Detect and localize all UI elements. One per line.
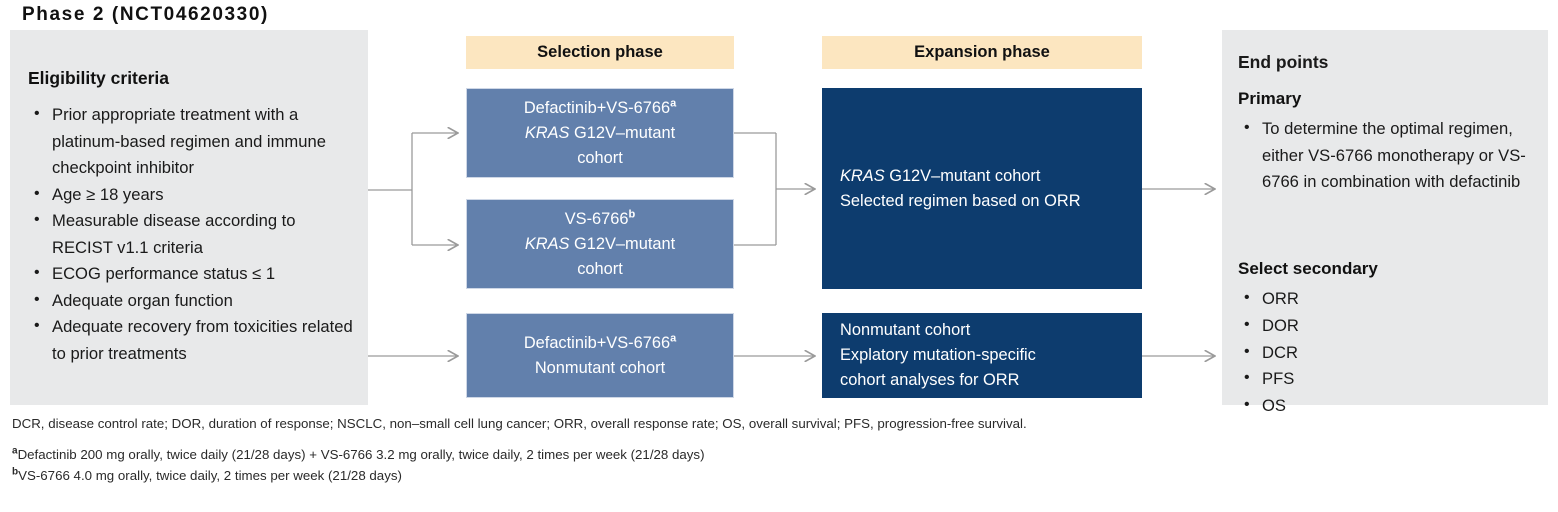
eligibility-panel: Eligibility criteria Prior appropriate t…: [10, 30, 368, 405]
box-expansion-kras-cohort: KRAS G12V–mutant cohort Selected regimen…: [822, 88, 1142, 289]
box-line-2: Explatory mutation-specific: [840, 346, 1036, 364]
box-selection-vs6766-kras: VS-6766b KRAS G12V–mutant cohort: [466, 199, 734, 289]
list-item: Measurable disease according to RECIST v…: [28, 207, 353, 261]
box-line-1: Defactinib+VS-6766: [523, 333, 671, 352]
primary-endpoints-list: To determine the optimal regimen, either…: [1238, 115, 1538, 196]
eligibility-criteria-list: Prior appropriate treatment with a plati…: [28, 101, 353, 367]
list-item: OS: [1238, 392, 1528, 420]
endpoints-panel: End points Primary To determine the opti…: [1222, 30, 1548, 419]
gene-name: KRAS: [524, 234, 570, 253]
footnote-marker-a: a: [670, 332, 677, 345]
selection-phase-header: Selection phase: [466, 36, 734, 69]
box-line-1: G12V–mutant cohort: [884, 166, 1041, 185]
footnote-b: bVS-6766 4.0 mg orally, twice daily, 2 t…: [12, 467, 1112, 484]
box-line-1: Nonmutant cohort: [840, 321, 971, 339]
list-item: ECOG performance status ≤ 1: [28, 260, 353, 288]
footnote-b-text: VS-6766 4.0 mg orally, twice daily, 2 ti…: [18, 468, 402, 483]
page-title: Phase 2 (NCT04620330): [22, 4, 269, 25]
box-line-2: G12V–mutant: [569, 123, 676, 142]
secondary-endpoints-list: ORR DOR DCR PFS OS: [1238, 285, 1528, 420]
footnote-marker-b: b: [12, 466, 19, 478]
gene-name: KRAS: [524, 123, 570, 142]
list-item: PFS: [1238, 365, 1528, 393]
list-item: Age ≥ 18 years: [28, 181, 353, 209]
box-line-3: cohort analyses for ORR: [840, 371, 1020, 389]
secondary-endpoints-heading: Select secondary: [1238, 259, 1378, 278]
footnote-marker-a: a: [670, 97, 677, 110]
gene-name: KRAS: [840, 166, 885, 185]
box-line-2: Nonmutant cohort: [534, 358, 666, 377]
box-selection-defactinib-vs6766-kras: Defactinib+VS-6766a KRAS G12V–mutant coh…: [466, 88, 734, 178]
connector-split-selection: [368, 133, 458, 245]
list-item: DOR: [1238, 312, 1528, 340]
box-line-1: VS-6766: [564, 209, 629, 228]
footnote-a-text: Defactinib 200 mg orally, twice daily (2…: [17, 447, 705, 462]
eligibility-heading: Eligibility criteria: [28, 68, 170, 88]
primary-endpoints-heading: Primary: [1238, 89, 1302, 108]
box-line-3: cohort: [577, 148, 623, 167]
box-line-3: cohort: [577, 259, 623, 278]
footnote-marker-a: a: [12, 445, 18, 457]
list-item: Adequate recovery from toxicities relate…: [28, 313, 353, 367]
box-line-1: Defactinib+VS-6766: [523, 98, 671, 117]
expansion-phase-header: Expansion phase: [822, 36, 1142, 69]
box-selection-defactinib-vs6766-nonmutant: Defactinib+VS-6766a Nonmutant cohort: [466, 313, 734, 398]
connector-merge-expansion: [734, 132, 815, 246]
endpoints-heading: End points: [1238, 52, 1329, 72]
footnote-a: aDefactinib 200 mg orally, twice daily (…: [12, 446, 1112, 463]
footnote-abbreviations: DCR, disease control rate; DOR, duration…: [12, 416, 1027, 431]
box-line-2: Selected regimen based on ORR: [840, 191, 1081, 210]
footnote-marker-b: b: [628, 208, 636, 221]
list-item: DCR: [1238, 339, 1528, 367]
list-item: Prior appropriate treatment with a plati…: [28, 101, 353, 182]
list-item: ORR: [1238, 285, 1528, 313]
box-expansion-nonmutant-cohort: Nonmutant cohort Explatory mutation-spec…: [822, 313, 1142, 398]
list-item: Adequate organ function: [28, 287, 353, 315]
box-line-2: G12V–mutant: [569, 234, 676, 253]
list-item: To determine the optimal regimen, either…: [1238, 115, 1538, 196]
